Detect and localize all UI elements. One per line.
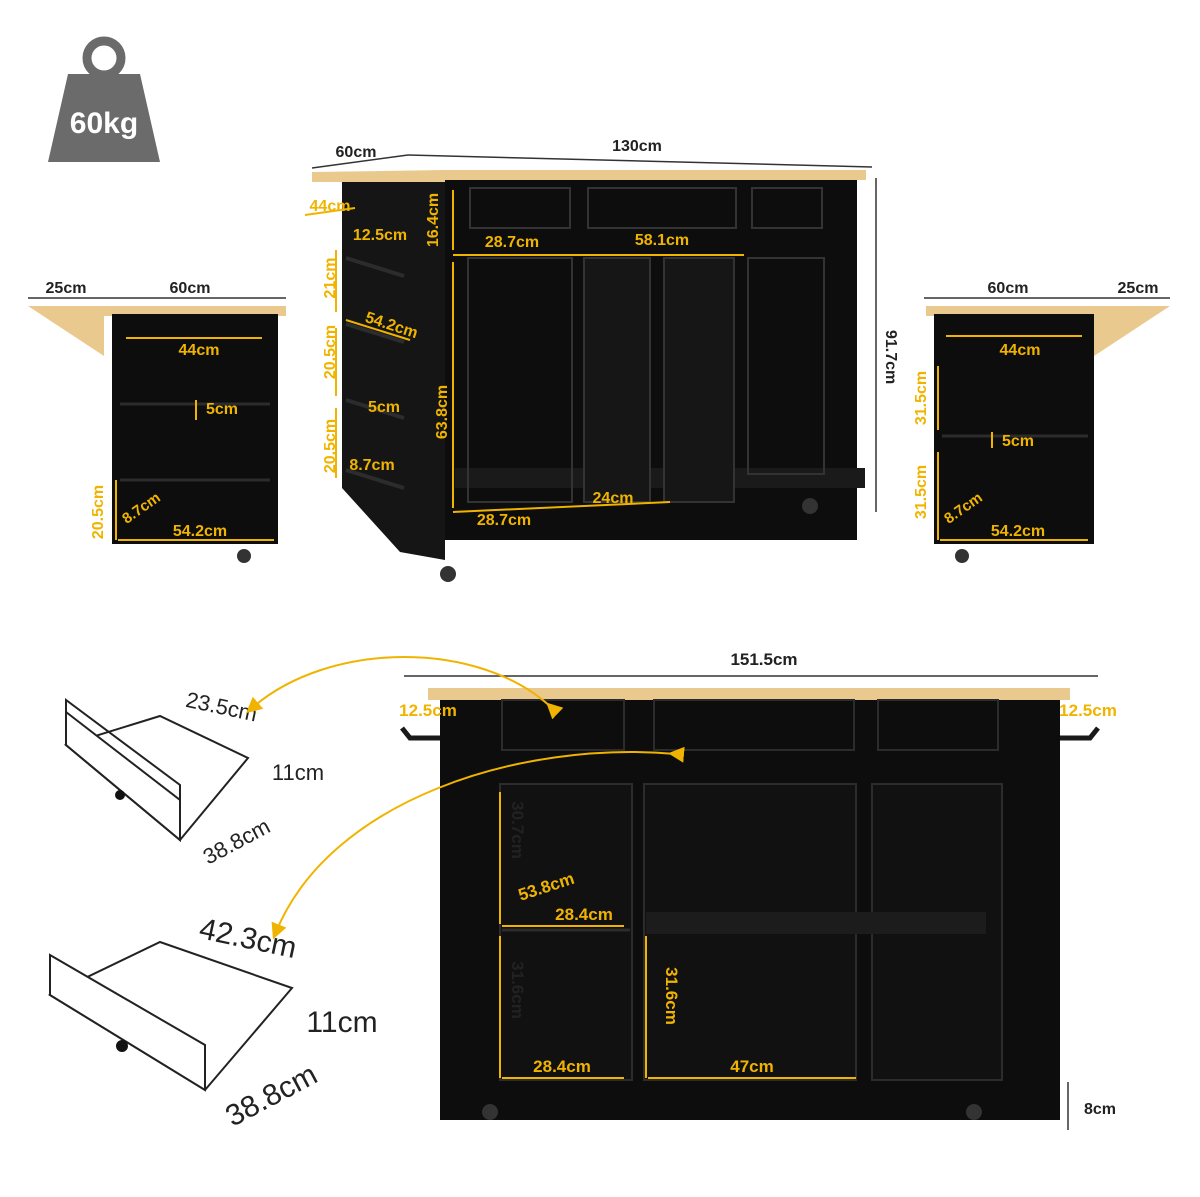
rack-shelf-1 xyxy=(345,256,405,278)
right-h2-label: 31.5cm xyxy=(913,465,930,519)
rack-shelf-3 xyxy=(345,398,405,420)
small-drawer-height-label: 11cm xyxy=(272,760,324,785)
bottom-w1-label: 28.4cm xyxy=(533,1057,591,1076)
rack-h3-label: 20.5cm xyxy=(322,419,339,473)
right-body xyxy=(934,314,1094,544)
small-drawer-depth-label: 38.8cm xyxy=(199,813,274,869)
open-drawer-3 xyxy=(877,699,999,751)
door-1 xyxy=(467,257,573,503)
rail-line xyxy=(304,207,356,216)
door-width-1-label: 28.7cm xyxy=(477,512,531,529)
small-drawer-knob xyxy=(115,790,125,800)
center-shelf xyxy=(646,912,986,934)
right-rail-label: 44cm xyxy=(1000,342,1041,359)
wheel-1 xyxy=(440,566,456,582)
right-wheel xyxy=(955,549,969,563)
left-leaf-label: 25cm xyxy=(46,280,87,297)
right-gap-label: 5cm xyxy=(1002,433,1034,450)
weight-icon xyxy=(48,74,160,162)
left-rail-label: 44cm xyxy=(179,342,220,359)
drawer-1 xyxy=(469,187,571,229)
left-towel-bar xyxy=(400,726,440,741)
small-drawer-arrow xyxy=(245,656,564,720)
open-width-label: 151.5cm xyxy=(730,650,797,669)
right-countertop xyxy=(926,306,1170,356)
base-trim xyxy=(455,468,865,488)
left-h-label: 20.5cm xyxy=(90,485,107,539)
lower-h2-label: 31.6cm xyxy=(662,967,681,1025)
rack-shelf-2 xyxy=(345,322,405,344)
front-width-label: 130cm xyxy=(612,138,662,155)
right-h1-label: 31.5cm xyxy=(913,371,930,425)
bottom-w2-label: 47cm xyxy=(730,1057,773,1076)
small-drawer-width-label: 23.5cm xyxy=(184,687,260,726)
rack-h1-label: 21cm xyxy=(322,258,339,299)
drawer-height-label: 16.4cm xyxy=(425,193,442,247)
side-rail-gap-label: 12.5cm xyxy=(353,227,407,244)
glass-door-2 xyxy=(663,257,735,503)
glass-door-1 xyxy=(583,257,651,503)
open-drawer-2 xyxy=(653,699,855,751)
large-drawer-height-label: 11cm xyxy=(306,1006,377,1039)
large-drawer: 42.3cm 11cm 38.8cm xyxy=(47,912,378,1133)
small-drawer-front xyxy=(65,709,181,843)
left-side-view: 25cm 60cm 44cm 5cm 20.5cm 8.7cm 54.2cm xyxy=(28,280,286,563)
rack-h2-label: 20.5cm xyxy=(322,325,339,379)
drawer-width-2-label: 58.1cm xyxy=(635,232,689,249)
weight-badge: 60kg xyxy=(48,36,160,162)
left-depth-label: 60cm xyxy=(170,280,211,297)
right-depth-label: 60cm xyxy=(988,280,1029,297)
left-wheel xyxy=(237,549,251,563)
base-h-label: 8cm xyxy=(1084,1101,1116,1118)
upper-h-label: 30.7cm xyxy=(508,801,527,859)
large-drawer-knob xyxy=(116,1040,128,1052)
small-drawer: 23.5cm 11cm 38.8cm xyxy=(63,687,324,869)
door-width-line xyxy=(452,501,671,513)
door-height-label: 63.8cm xyxy=(434,385,451,439)
side-panel xyxy=(342,182,445,560)
front-height-label: 91.7cm xyxy=(882,330,899,384)
right-width-in-label: 54.2cm xyxy=(991,523,1045,540)
large-drawer-front xyxy=(49,953,206,1092)
front-view: 60cm 130cm 91.7cm xyxy=(304,138,899,582)
door-4 xyxy=(747,257,825,475)
front-depth-label: 60cm xyxy=(336,144,377,161)
wheel-2 xyxy=(802,498,818,514)
countertop xyxy=(312,170,866,182)
door-width-2-label: 24cm xyxy=(593,490,634,507)
left-body xyxy=(112,314,278,544)
rack-shelf-4 xyxy=(345,468,405,490)
large-drawer-arrow xyxy=(271,746,685,940)
open-wheel-right xyxy=(966,1104,982,1120)
right-side-view: 60cm 25cm 44cm 31.5cm 5cm 31.5cm 8.7cm 5… xyxy=(913,280,1170,563)
weight-label: 60kg xyxy=(70,107,138,140)
open-view: 151.5cm 12.5cm 12.5cm 30.7cm 53.8cm xyxy=(245,650,1117,1130)
right-towel-bar xyxy=(1060,726,1100,741)
depth-dim-line xyxy=(311,154,409,169)
drawer-2 xyxy=(587,187,737,229)
width-dim-line xyxy=(407,154,873,168)
rack-gap-label: 5cm xyxy=(368,399,400,416)
large-drawer-width-label: 42.3cm xyxy=(196,912,299,965)
large-drawer-depth-label: 38.8cm xyxy=(220,1058,322,1133)
weight-handle-icon xyxy=(82,36,126,80)
side-rail-label: 44cm xyxy=(310,198,351,215)
drawer-3 xyxy=(751,187,823,229)
drawer-width-1-label: 28.7cm xyxy=(485,234,539,251)
shelf-w1-label: 28.4cm xyxy=(555,905,613,924)
left-width-in-label: 54.2cm xyxy=(173,523,227,540)
rack-diag-line xyxy=(345,319,411,341)
left-countertop xyxy=(28,306,286,356)
leaf-right-label: 12.5cm xyxy=(1059,701,1117,720)
open-countertop xyxy=(428,688,1070,700)
right-leaf-label: 25cm xyxy=(1118,280,1159,297)
rack-depth-label: 8.7cm xyxy=(349,457,394,474)
leaf-left-label: 12.5cm xyxy=(399,701,457,720)
lower-h1-label: 31.6cm xyxy=(508,961,527,1019)
left-gap-label: 5cm xyxy=(206,401,238,418)
open-wheel-left xyxy=(482,1104,498,1120)
